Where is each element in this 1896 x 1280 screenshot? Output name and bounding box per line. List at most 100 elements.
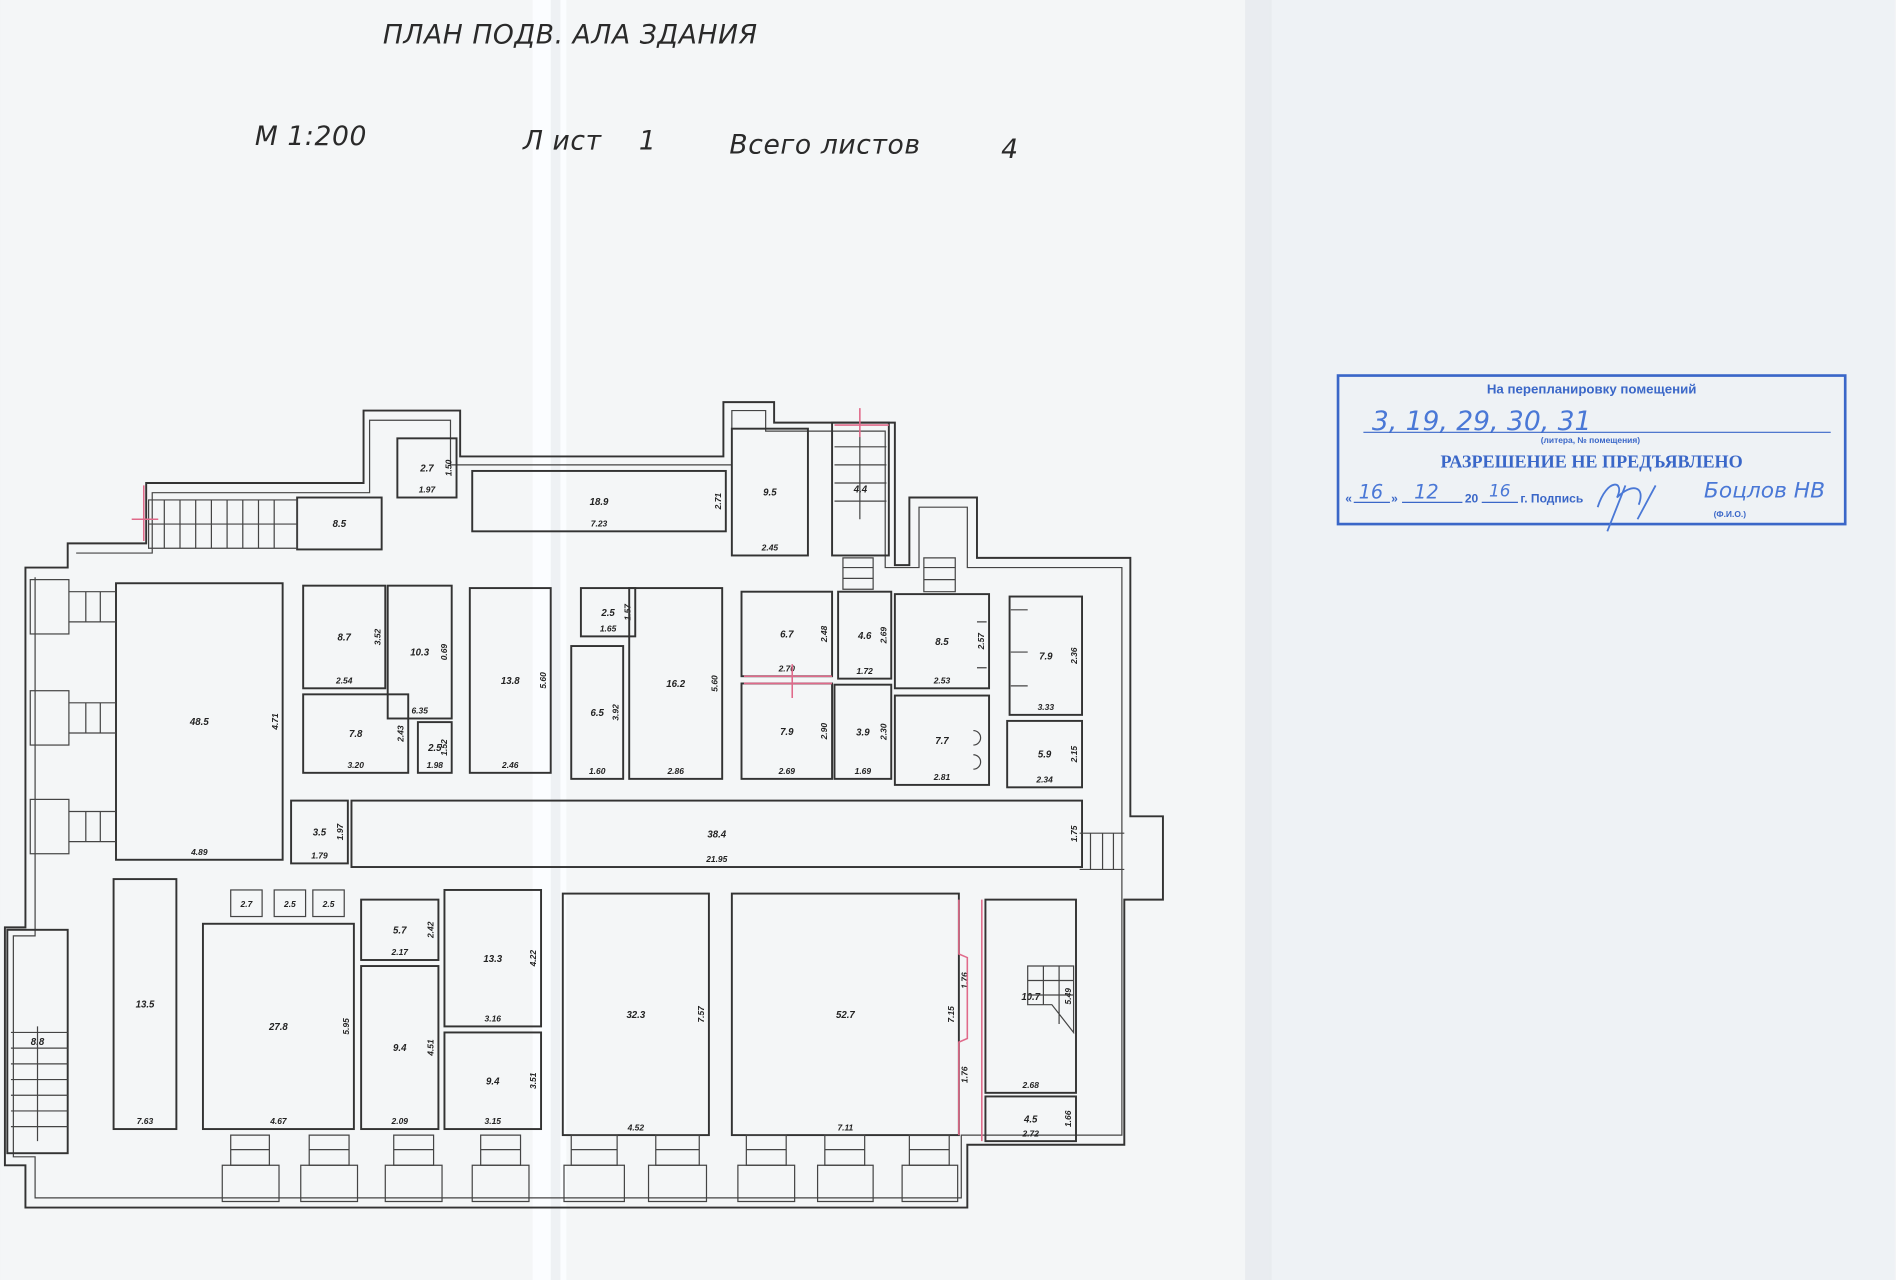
room-height-dim: 1.50 — [444, 459, 454, 476]
room-area-label: 38.4 — [707, 829, 726, 840]
total-sheets-number: 4 — [1001, 134, 1019, 165]
closet-area-label: 2.5 — [283, 899, 296, 909]
stamp-year-prefix: 20 — [1465, 491, 1479, 505]
room-width-dim: 7.23 — [591, 518, 608, 528]
room-area-label: 13.5 — [136, 1000, 155, 1011]
room-outline — [302, 693, 410, 774]
room-height-dim: 3.52 — [372, 628, 382, 645]
room: 4.6 1.72 2.69 — [837, 590, 893, 680]
svg-text:»: » — [1391, 491, 1398, 505]
approval-stamp: На перепланировку помещений 3, 19, 29, 3… — [1336, 374, 1847, 532]
room-width-dim: 2.86 — [666, 766, 684, 776]
room-width-dim: 2.81 — [933, 772, 951, 782]
room-height-dim: 2.57 — [976, 632, 986, 651]
room-outline — [471, 469, 727, 533]
room-height-dim: 7.15 — [946, 1006, 956, 1023]
room-height-dim: 1.66 — [1063, 1110, 1073, 1127]
room-area-label: 16.2 — [666, 679, 685, 690]
closet-area-label: 2.5 — [322, 899, 335, 909]
room-width-dim: 1.72 — [856, 666, 873, 676]
room-width-dim: 2.45 — [761, 543, 779, 553]
room-width-dim: 3.20 — [347, 760, 364, 770]
room-height-dim: 3.92 — [610, 704, 620, 721]
room-width-dim: 2.69 — [778, 766, 796, 776]
room-height-dim: 2.30 — [878, 723, 888, 741]
room: 2.71.971.50 — [396, 437, 458, 499]
room-height-dim: 2.69 — [878, 627, 888, 645]
room-outline — [984, 1095, 1077, 1143]
closet: 2.5 — [273, 889, 307, 918]
room-width-dim: 1.69 — [855, 766, 872, 776]
room-height-dim: 1.57 — [622, 603, 632, 621]
room-width-dim: 4.89 — [190, 847, 208, 857]
room-outline — [570, 645, 625, 780]
room-area-label: 7.8 — [349, 729, 363, 740]
room-width-dim: 21.95 — [705, 854, 727, 864]
room: 2.51.981.52 — [416, 721, 453, 774]
room-outline — [579, 587, 637, 638]
room-height-dim: 2.48 — [819, 625, 829, 643]
room-height-dim: 5.60 — [709, 675, 719, 692]
room-outline — [302, 584, 387, 690]
room: 9.42.094.51 — [360, 965, 440, 1131]
room: 3.51.791.97 — [290, 799, 349, 865]
room-outline — [628, 587, 724, 780]
room-outline — [386, 584, 453, 720]
room: 7.93.332.36 — [1008, 595, 1084, 716]
stamp-day: 16 — [1359, 481, 1384, 504]
room: 4.5 2.72 1.66 — [984, 1095, 1077, 1143]
room-width-dim: 2.72 — [1022, 1128, 1040, 1138]
room-area-label: 27.8 — [268, 1022, 288, 1033]
room-outline — [360, 898, 440, 961]
room-width-dim: 4.67 — [269, 1116, 288, 1126]
details-layer — [10, 408, 1125, 1203]
rooms-layer: 48.54.894.718.52.71.971.508.72.543.527.8… — [6, 421, 1084, 1155]
wall-segment-dim: 1.76 — [959, 972, 969, 989]
room-height-dim: 2.90 — [819, 723, 829, 741]
room-area-label: 8.5 — [935, 637, 949, 648]
room-height-dim: 1.52 — [439, 739, 449, 756]
room-outline — [833, 683, 893, 780]
room-outline — [396, 437, 458, 499]
room-outline — [6, 928, 69, 1155]
stamp-rooms-caption: (литера, № помещения) — [1541, 435, 1641, 445]
closet: 2.5 — [312, 889, 345, 918]
room-height-dim: 5.60 — [538, 672, 548, 689]
room-area-label: 9.5 — [763, 488, 777, 499]
room-width-dim: 2.68 — [1022, 1080, 1040, 1090]
wall-segment-dim: 1.76 — [959, 1066, 969, 1083]
room-outline — [360, 965, 440, 1131]
room-width-dim: 3.16 — [485, 1014, 502, 1024]
room: 5.72.172.42 — [360, 898, 440, 961]
room-area-label: 8.5 — [333, 519, 347, 530]
room-width-dim: 1.79 — [311, 851, 328, 861]
room-width-dim: 7.11 — [837, 1122, 853, 1132]
room-outline — [730, 427, 809, 557]
room-outline — [201, 922, 355, 1131]
room: 48.54.894.71 — [115, 582, 284, 861]
room-area-label: 4.5 — [1023, 1114, 1038, 1125]
sheet-label: Л ист — [522, 126, 603, 157]
room: 2.51.651.57 — [579, 587, 637, 638]
room-area-label: 10.3 — [410, 648, 429, 659]
room: 13.82.465.60 — [468, 587, 552, 774]
room: 13.57.63 — [112, 878, 178, 1131]
room-area-label: 52.7 — [836, 1010, 855, 1021]
stamp-month: 12 — [1414, 481, 1439, 504]
room-width-dim: 2.17 — [391, 947, 410, 957]
room: 3.9 1.69 2.30 — [833, 683, 893, 780]
room-area-label: 7.7 — [935, 736, 949, 747]
room-area-label: 7.9 — [1039, 651, 1053, 662]
signature-scribble — [1596, 483, 1657, 532]
room-outline — [893, 593, 991, 690]
plan-title: ПЛАН ПОДВ. АЛА ЗДАНИЯ — [383, 19, 758, 50]
stamp-heading: На перепланировку помещений — [1487, 382, 1697, 397]
room-height-dim: 4.71 — [270, 713, 280, 731]
room-area-label: 3.9 — [856, 727, 870, 738]
room-area-label: 4.6 — [857, 631, 872, 642]
room: 13.33.164.22 — [443, 888, 543, 1028]
total-sheets-label: Всего листов — [729, 129, 920, 160]
room-width-dim: 2.34 — [1035, 774, 1053, 784]
room-width-dim: 1.60 — [589, 766, 606, 776]
